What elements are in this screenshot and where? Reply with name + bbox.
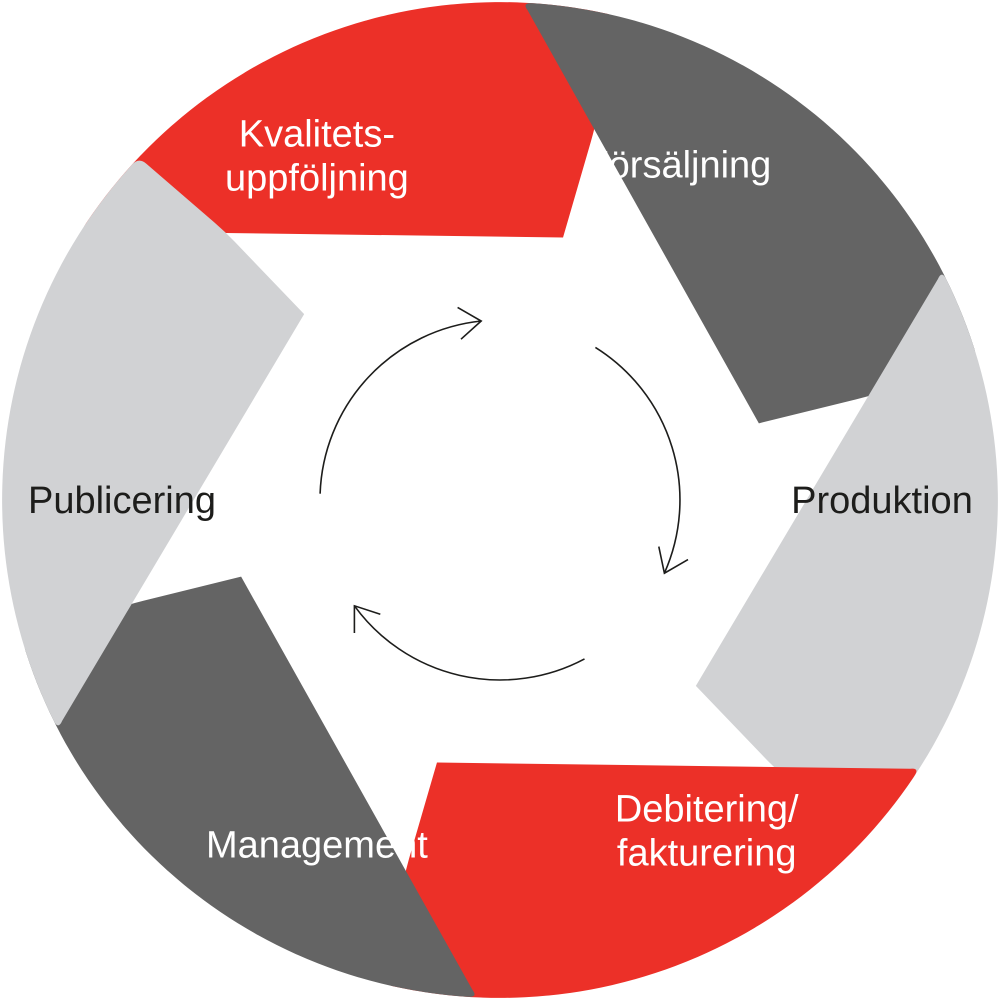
segment-label-line: uppföljning: [225, 158, 409, 200]
cycle-arrowhead-icon: [658, 546, 689, 575]
segment-labels: Kvalitets-uppföljning FörsäljningProdukti…: [28, 114, 973, 875]
segment-label-line: fakturering: [617, 833, 797, 875]
cycle-arc: [319, 320, 482, 494]
segment-produktion: [695, 274, 998, 840]
cycle-arrowhead-icon: [457, 306, 483, 340]
segment-label-debitering: Debitering/fakturering: [615, 789, 799, 875]
segment-label-publicering: Publicering: [28, 480, 216, 522]
segment-management: [24, 576, 475, 997]
segment-label-line: Försäljning: [585, 145, 771, 187]
segment-label-produktion: Produktion: [791, 480, 973, 522]
segment-forsaljning: [525, 3, 976, 424]
segment-label-line: Management: [206, 824, 428, 866]
segment-label-line: Produktion: [791, 480, 973, 522]
segment-label-line: Publicering: [28, 480, 216, 522]
segment-label-management: Management: [206, 824, 428, 866]
inner-cycle-arrows: [319, 306, 689, 681]
segment-label-line: Debitering/: [615, 789, 799, 831]
cycle-arc: [594, 346, 681, 574]
segment-label-kvalitet: Kvalitets-uppföljning: [225, 114, 409, 200]
segment-label-line: Kvalitets-: [239, 114, 395, 156]
segment-publicering: [2, 160, 305, 726]
segment-debitering: [385, 762, 917, 998]
cycle-arrowhead-icon: [353, 604, 381, 633]
segment-label-forsaljning: Försäljning: [585, 145, 771, 187]
cycle-arc: [353, 605, 585, 681]
segment-kvalitet: [83, 2, 615, 238]
